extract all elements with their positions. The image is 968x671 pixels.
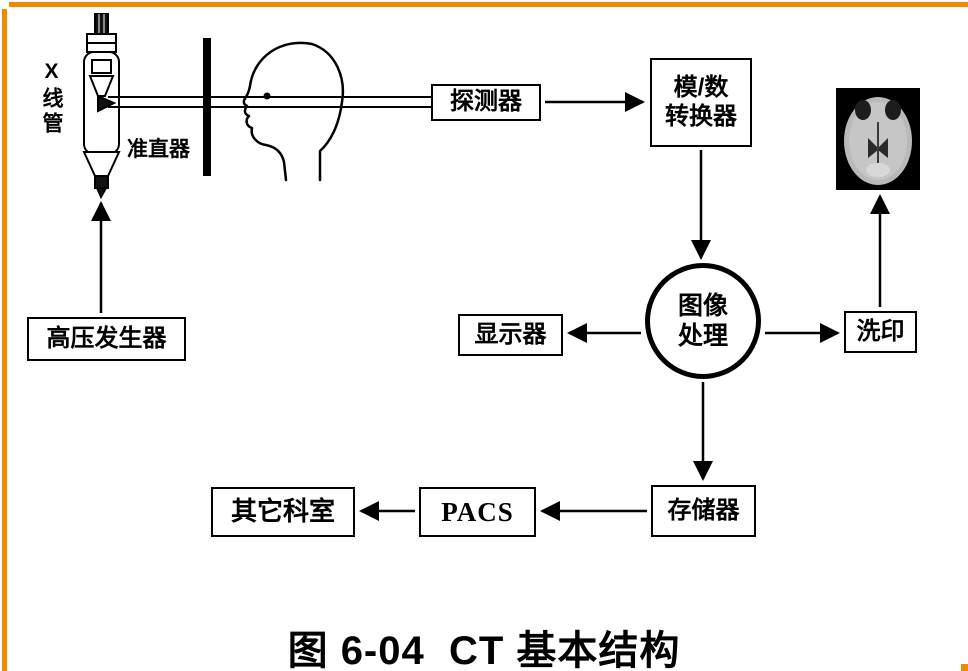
figure-caption: 图 6-04 CT 基本结构 bbox=[287, 629, 681, 671]
frame-top-border bbox=[9, 2, 968, 7]
pacs-label: PACS bbox=[441, 496, 514, 527]
other-departments-label: 其它科室 bbox=[230, 496, 335, 527]
display-label: 显示器 bbox=[474, 320, 547, 348]
print-label: 洗印 bbox=[856, 317, 905, 345]
storage-node: 存储器 bbox=[651, 485, 756, 537]
detector-node: 探测器 bbox=[431, 84, 541, 121]
xray-beam-lines bbox=[108, 96, 431, 108]
xray-tube-icon bbox=[82, 13, 121, 200]
ad-converter-node: 模/数 转换器 bbox=[650, 58, 752, 147]
xray-tube-label: X线管 bbox=[40, 60, 63, 137]
other-departments-node: 其它科室 bbox=[211, 487, 355, 537]
storage-label: 存储器 bbox=[667, 496, 740, 524]
image-processing-node: 图像 处理 bbox=[645, 263, 761, 379]
hv-generator-label: 高压发生器 bbox=[46, 324, 167, 352]
brain-ct-image bbox=[836, 88, 920, 190]
pacs-node: PACS bbox=[419, 487, 536, 537]
patient-head-icon bbox=[242, 41, 345, 182]
hv-generator-node: 高压发生器 bbox=[27, 317, 186, 361]
print-node: 洗印 bbox=[844, 311, 917, 353]
image-processing-label-line2: 处理 bbox=[677, 322, 728, 350]
image-processing-label-line1: 图像 bbox=[677, 292, 728, 320]
collimator-label: 准直器 bbox=[127, 138, 190, 161]
display-node: 显示器 bbox=[458, 314, 563, 356]
ad-converter-label-line1: 模/数 bbox=[673, 73, 729, 101]
collimator-plate bbox=[203, 38, 211, 176]
flow-arrows bbox=[91, 92, 890, 521]
frame-left-border bbox=[2, 9, 7, 671]
detector-label: 探测器 bbox=[450, 88, 522, 116]
frame-corner-border bbox=[961, 664, 968, 671]
ad-converter-label-line2: 转换器 bbox=[665, 102, 737, 130]
